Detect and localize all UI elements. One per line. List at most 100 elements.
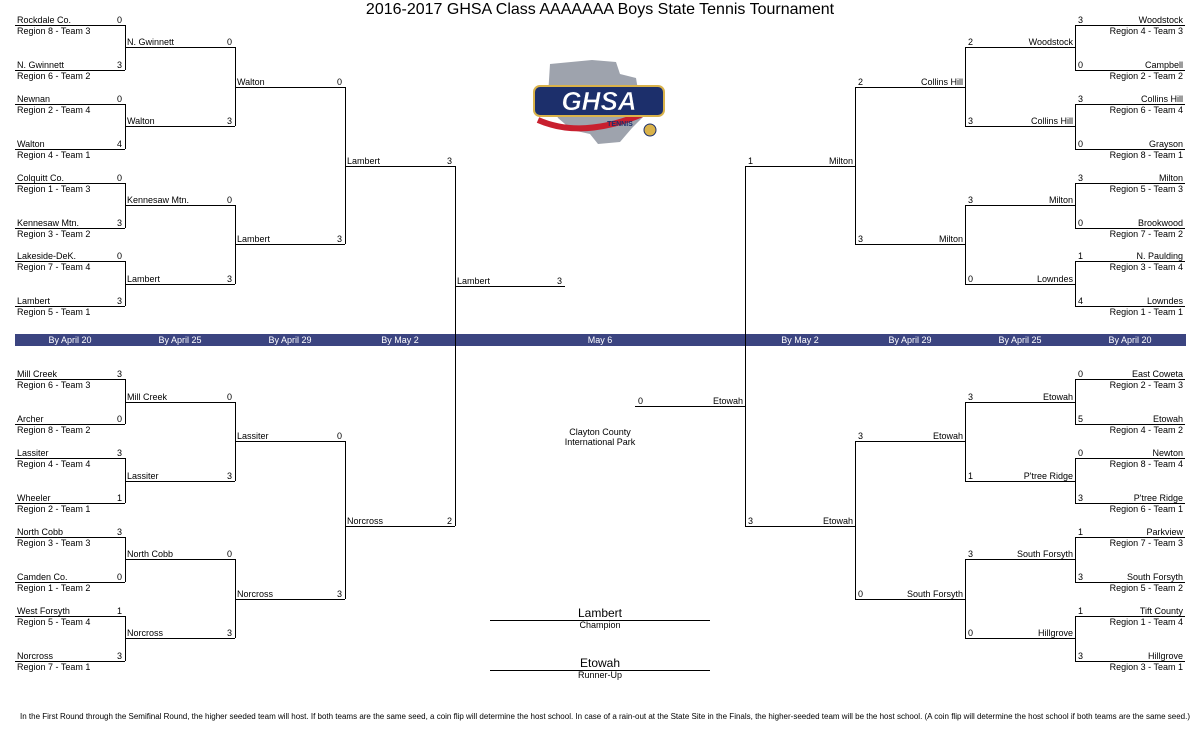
team-name: Wheeler: [17, 493, 51, 503]
band-label: By April 25: [158, 335, 202, 345]
bracket-line: [125, 481, 235, 482]
bracket-line: [15, 661, 125, 662]
bracket-line: [455, 166, 456, 526]
bracket-line: [455, 286, 565, 287]
team-score: 3: [226, 116, 232, 126]
team-seed: Region 2 - Team 4: [17, 105, 91, 115]
team-name: Collins Hill: [1140, 94, 1183, 104]
team-name: Rockdale Co.: [17, 15, 72, 25]
team-score: 3: [116, 369, 122, 379]
bracket-line: [15, 503, 125, 504]
team-name: Etowah: [1152, 414, 1183, 424]
team-seed: Region 5 - Team 1: [17, 307, 91, 317]
bracket-line: [1075, 379, 1185, 380]
team-name: Lassiter: [17, 448, 49, 458]
bracket-line: [235, 441, 345, 442]
team-name: Mill Creek: [17, 369, 58, 379]
bracket-line: [15, 149, 125, 150]
team-name: West Forsyth: [17, 606, 70, 616]
bracket-line: [235, 559, 236, 638]
team-name: Parkview: [1146, 527, 1183, 537]
bracket-line: [125, 47, 235, 48]
svg-text:TENNIS: TENNIS: [607, 121, 633, 128]
bracket-line: [1075, 104, 1185, 105]
bracket-line: [15, 616, 125, 617]
footnote: In the First Round through the Semifinal…: [20, 712, 1190, 721]
team-score: 3: [116, 60, 122, 70]
team-score: 0: [1078, 448, 1084, 458]
team-score: 3: [116, 651, 122, 661]
team-name: Collins Hill: [1030, 116, 1073, 126]
team-name: Etowah: [822, 516, 853, 526]
team-score: 0: [116, 94, 122, 104]
round-date-band: By April 20 By April 25 By April 29 By M…: [15, 334, 1186, 346]
team-name: Campbell: [1144, 60, 1183, 70]
team-name: South Forsyth: [906, 589, 963, 599]
bracket-line: [125, 638, 235, 639]
bracket-line: [1075, 306, 1185, 307]
bracket-line: [965, 47, 1075, 48]
team-name: Mill Creek: [127, 392, 168, 402]
band-label: By April 20: [1108, 335, 1152, 345]
bracket-line: [965, 402, 1075, 403]
team-seed: Region 2 - Team 1: [17, 504, 91, 514]
bracket-line: [1075, 70, 1185, 71]
svg-text:GHSA: GHSA: [561, 86, 636, 116]
team-score: 0: [968, 628, 974, 638]
team-score: 0: [336, 77, 342, 87]
band-label: By May 2: [781, 335, 819, 345]
team-score: 1: [1078, 251, 1084, 261]
team-seed: Region 7 - Team 3: [1109, 538, 1183, 548]
team-name: Etowah: [712, 396, 743, 406]
team-score: 0: [116, 15, 122, 25]
bracket-line: [125, 559, 235, 560]
team-score: 1: [116, 606, 122, 616]
team-name: Hillgrove: [1147, 651, 1183, 661]
team-name: Hillgrove: [1037, 628, 1073, 638]
team-score: 3: [116, 527, 122, 537]
bracket-line: [1075, 183, 1076, 228]
team-name: P'tree Ridge: [1023, 471, 1073, 481]
team-name: Lassiter: [127, 471, 159, 481]
bracket-line: [965, 284, 1075, 285]
team-score: 3: [748, 516, 754, 526]
team-seed: Region 4 - Team 2: [1109, 425, 1183, 435]
team-name: Milton: [828, 156, 853, 166]
team-name: Archer: [17, 414, 44, 424]
team-seed: Region 7 - Team 1: [17, 662, 91, 672]
team-name: East Coweta: [1131, 369, 1183, 379]
bracket-line: [855, 441, 965, 442]
team-score: 3: [1078, 15, 1084, 25]
team-seed: Region 1 - Team 2: [17, 583, 91, 593]
team-name: Collins Hill: [920, 77, 963, 87]
bracket-line: [1075, 537, 1076, 582]
team-score: 0: [226, 549, 232, 559]
team-name: North Cobb: [17, 527, 64, 537]
bracket-line: [15, 379, 125, 380]
team-name: Newton: [1152, 448, 1183, 458]
team-score: 1: [968, 471, 974, 481]
bracket-line: [15, 537, 125, 538]
bracket-line: [15, 70, 125, 71]
team-name: Lambert: [347, 156, 381, 166]
team-score: 0: [968, 274, 974, 284]
team-seed: Region 1 - Team 1: [1109, 307, 1183, 317]
bracket-line: [345, 87, 346, 244]
team-score: 0: [226, 392, 232, 402]
team-score: 0: [116, 251, 122, 261]
team-score: 4: [116, 139, 122, 149]
team-name: Brookwood: [1137, 218, 1183, 228]
bracket-line: [1075, 25, 1076, 70]
team-seed: Region 8 - Team 3: [17, 26, 91, 36]
bracket-line: [125, 205, 235, 206]
bracket-line: [125, 458, 126, 503]
bracket-line: [15, 104, 125, 105]
team-seed: Region 6 - Team 1: [1109, 504, 1183, 514]
champion-label: Champion: [579, 620, 621, 630]
team-name: Lambert: [127, 274, 161, 284]
bracket-line: [1075, 183, 1185, 184]
bracket-line: [1075, 104, 1076, 149]
bracket-line: [1075, 661, 1185, 662]
team-score: 2: [968, 37, 974, 47]
